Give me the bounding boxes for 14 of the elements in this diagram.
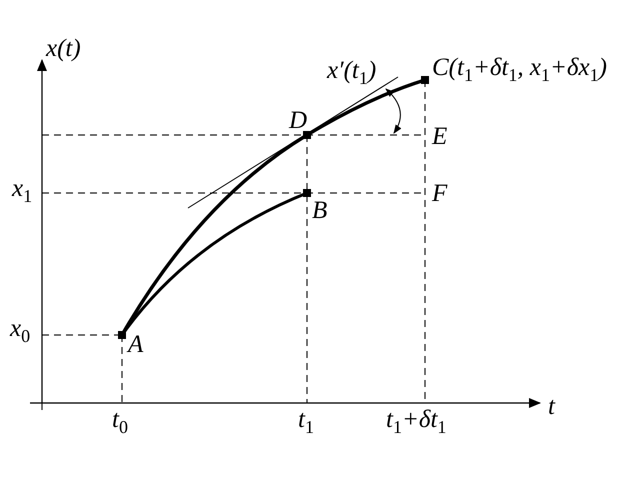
point-label: D bbox=[289, 108, 308, 133]
tick-label: t$_{0}$ bbox=[112, 407, 128, 436]
point-label: B bbox=[312, 198, 328, 223]
tick-label: x$_{1}$ bbox=[12, 176, 32, 205]
point-label: A bbox=[128, 332, 144, 357]
point-label: F bbox=[432, 181, 448, 206]
point-label: E bbox=[432, 124, 448, 149]
tick-label: x$_{0}$ bbox=[10, 316, 30, 345]
axis-label: t bbox=[548, 394, 555, 419]
point-label: C(t$_{1}$+δt$_{1}$, x$_{1}$+δx$_{1}$) bbox=[432, 55, 607, 84]
tick-label: t$_{1}$ bbox=[298, 407, 314, 436]
tangent-label: x′(t$_{1}$) bbox=[327, 58, 376, 87]
tick-label: t$_{1}$+δt$_{1}$ bbox=[386, 407, 446, 436]
axis-label: x(t) bbox=[46, 36, 81, 61]
